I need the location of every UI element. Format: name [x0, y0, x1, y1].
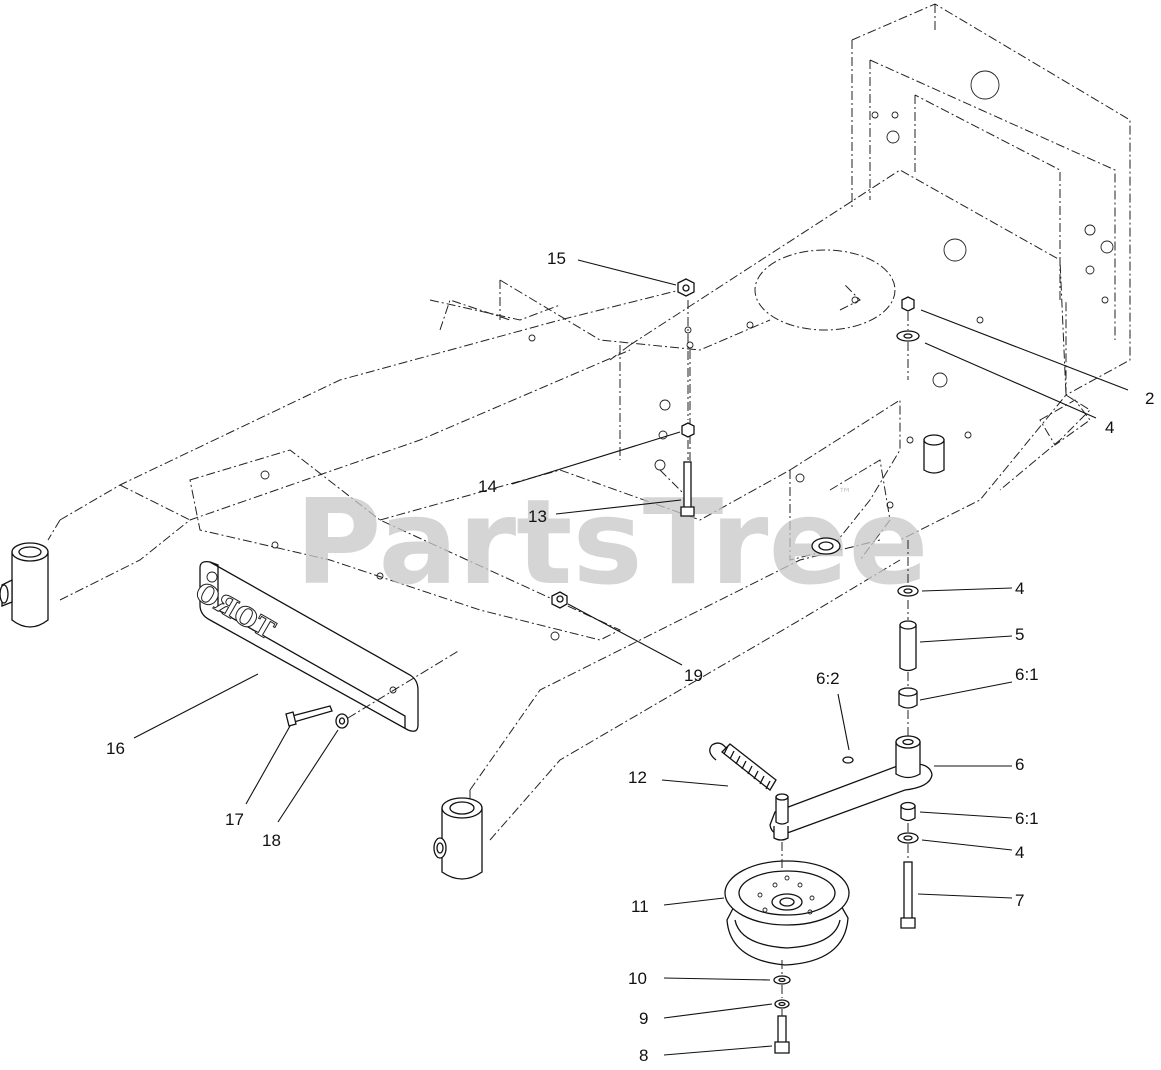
washer-9 — [774, 999, 790, 1009]
callout-16: 16 — [106, 739, 125, 758]
washer-4-top — [896, 330, 920, 342]
idler-arm-6 — [769, 735, 933, 841]
bolt-17 — [285, 705, 333, 727]
spring-12 — [709, 742, 777, 791]
callout-18: 18 — [262, 831, 281, 850]
washer-18 — [335, 713, 349, 729]
nut-19 — [551, 591, 568, 609]
pivot-boss — [923, 434, 945, 474]
callout-labels: 15 2 4 4 5 6:1 6:2 6 6:1 4 7 12 11 10 9 … — [106, 249, 1154, 1065]
idler-pulley-11 — [724, 860, 850, 966]
callout-6-1-lower: 6:1 — [1015, 809, 1039, 828]
frame-holes — [260, 70, 1114, 641]
bracket-bushing — [811, 537, 841, 555]
bolt-2 — [901, 296, 915, 312]
callout-19: 19 — [684, 666, 703, 685]
bolt-13 — [680, 461, 695, 517]
callout-6: 6 — [1015, 755, 1024, 774]
bolt-8 — [774, 1015, 790, 1054]
callout-10: 10 — [628, 969, 647, 988]
callout-4-lower: 4 — [1015, 843, 1024, 862]
callout-11: 11 — [631, 897, 649, 916]
callout-13: 13 — [528, 507, 547, 526]
callout-12: 12 — [628, 768, 647, 787]
nut-14 — [681, 422, 695, 438]
bolt-7 — [900, 861, 916, 929]
washer-10 — [773, 975, 791, 985]
washer-4-lower — [897, 832, 919, 844]
callout-6-1-upper: 6:1 — [1015, 665, 1039, 684]
callout-15: 15 — [547, 249, 566, 268]
bushing-6-1-lower — [900, 801, 916, 822]
callout-2: 2 — [1145, 389, 1154, 408]
callout-14: 14 — [478, 477, 497, 496]
leader-lines — [133, 259, 1129, 1056]
callout-9: 9 — [639, 1009, 648, 1028]
nut-15 — [677, 278, 695, 297]
mower-frame-outline — [47, 3, 1131, 841]
callout-4-top: 4 — [1105, 418, 1114, 437]
callout-5: 5 — [1015, 625, 1024, 644]
bushing-6-1-upper — [898, 687, 918, 709]
washer-4-upper — [897, 585, 919, 597]
spacer-5 — [899, 620, 917, 672]
callout-8: 8 — [639, 1046, 648, 1065]
watermark-trademark: ™ — [838, 486, 852, 502]
callout-7: 7 — [1015, 891, 1024, 910]
left-caster-tube — [0, 542, 49, 628]
callout-6-2: 6:2 — [816, 669, 840, 688]
callout-4-upper: 4 — [1015, 579, 1024, 598]
callout-17: 17 — [225, 810, 244, 829]
front-caster-tube — [433, 797, 483, 880]
